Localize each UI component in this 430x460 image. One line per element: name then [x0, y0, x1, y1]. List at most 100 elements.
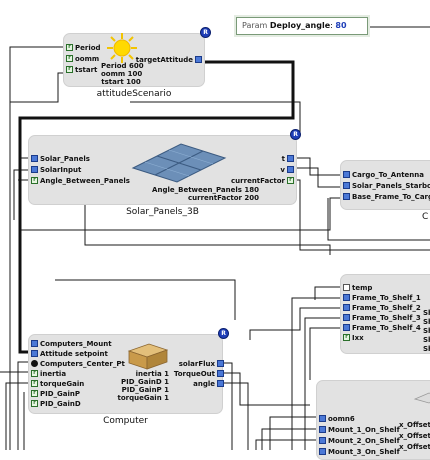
wire[interactable] — [222, 372, 310, 406]
wire[interactable] — [84, 205, 331, 255]
wire[interactable] — [314, 286, 340, 300]
output-v[interactable]: v — [280, 166, 294, 175]
shelf-block[interactable]: temp Frame_To_Shelf_1 Frame_To_Shelf_2 F… — [340, 274, 430, 354]
wire[interactable] — [297, 157, 340, 176]
input-base-frame-to-cargo[interactable]: Base_Frame_To_Carg — [343, 193, 430, 202]
input-computers-center-pt[interactable]: Computers_Center_Pt — [31, 360, 125, 369]
sun-icon — [107, 33, 137, 63]
output-solar-flux[interactable]: solarFlux — [179, 360, 224, 369]
param-value[interactable]: 80 — [335, 21, 347, 30]
wire[interactable] — [269, 416, 316, 450]
input-oomn6[interactable]: oomn6 — [319, 415, 355, 424]
param-deploy-angle[interactable]: Param Deploy_angle: 80 — [236, 17, 368, 35]
input-attitude-setpoint[interactable]: Attitude setpoint — [31, 350, 108, 359]
solar-panel-image — [131, 143, 227, 183]
cargo-block[interactable]: Cargo_To_Antenna Solar_Panels_Starboa Ba… — [340, 160, 430, 210]
input-frame-to-shelf-2[interactable]: Frame_To_Shelf_2 — [343, 304, 421, 313]
wire[interactable] — [5, 382, 28, 450]
output-t[interactable]: t — [282, 155, 294, 164]
input-mount-3-on-shelf[interactable]: Mount_3_On_Shelf — [319, 448, 400, 457]
block-title-cargo: C — [422, 212, 429, 222]
wire[interactable] — [297, 179, 430, 251]
wire[interactable] — [309, 327, 340, 380]
computer-box-image — [127, 343, 169, 370]
input-frame-to-shelf-3[interactable]: Frame_To_Shelf_3 — [343, 314, 421, 323]
input-solar-panels[interactable]: Solar_Panels — [31, 155, 90, 164]
input-computers-mount[interactable]: Computers_Mount — [31, 340, 112, 349]
input-solar-panels-starboard[interactable]: Solar_Panels_Starboa — [343, 182, 430, 191]
output-torque-out[interactable]: TorqueOut — [174, 370, 224, 379]
wire[interactable] — [297, 167, 340, 188]
input-port-icon: r — [31, 390, 38, 397]
input-port-icon: r — [66, 44, 73, 51]
wire[interactable] — [17, 361, 28, 450]
r-badge-icon[interactable]: R — [200, 27, 211, 38]
mount-right-label: x_Offset_ — [399, 421, 430, 429]
input-frame-to-shelf-4[interactable]: Frame_To_Shelf_4 — [343, 324, 421, 333]
mount-image — [413, 392, 430, 404]
input-port-icon — [319, 437, 326, 444]
input-port-icon: r — [31, 177, 38, 184]
input-solar-input[interactable]: SolarInput — [31, 166, 81, 175]
wire[interactable] — [255, 439, 316, 450]
shelf-right-label: Sh — [423, 336, 430, 344]
input-mount-1-on-shelf[interactable]: Mount_1_On_Shelf — [319, 426, 400, 435]
wire[interactable] — [222, 382, 249, 450]
param-torque-gain: torqueGain 1 — [117, 394, 169, 402]
wire[interactable] — [291, 297, 340, 450]
mount-right-label: x_Offset_ — [399, 432, 430, 440]
mount-block[interactable]: oomn6 Mount_1_On_Shelf Mount_2_On_Shelf … — [316, 380, 430, 460]
connection-wires — [0, 26, 430, 450]
r-badge-icon[interactable]: R — [290, 129, 301, 140]
param-name: Deploy_angle — [269, 21, 331, 30]
input-port-icon: r — [66, 66, 73, 73]
input-cargo-to-antenna[interactable]: Cargo_To_Antenna — [343, 171, 424, 180]
input-port-icon — [319, 426, 326, 433]
shelf-right-label: Sh — [423, 327, 430, 335]
param-angle-between-panels: Angle_Between_Panels 180 — [152, 186, 259, 194]
wire[interactable] — [327, 198, 430, 241]
input-port-icon — [343, 294, 350, 301]
output-port-icon — [287, 155, 294, 162]
diagram-canvas — [0, 26, 430, 450]
wire[interactable] — [304, 317, 340, 450]
input-port-icon — [343, 193, 350, 200]
wire[interactable] — [261, 428, 316, 450]
wire[interactable] — [55, 279, 236, 320]
computer-block[interactable]: Computers_Mount Attitude setpoint Comput… — [28, 334, 224, 414]
input-port-icon — [343, 324, 350, 331]
input-mount-2-on-shelf[interactable]: Mount_2_On_Shelf — [319, 437, 400, 446]
wire[interactable] — [222, 362, 233, 450]
output-port-icon — [287, 166, 294, 173]
input-port-icon: r — [343, 334, 350, 341]
output-target-attitude[interactable]: targetAttitude — [136, 56, 202, 65]
wire[interactable] — [10, 72, 63, 103]
r-badge-icon[interactable]: R — [218, 328, 229, 339]
output-port-icon — [217, 370, 224, 377]
output-angle[interactable]: angle — [193, 380, 224, 389]
wire[interactable] — [130, 101, 301, 137]
wire[interactable] — [249, 307, 340, 340]
input-frame-to-shelf-1[interactable]: Frame_To_Shelf_1 — [343, 294, 421, 303]
input-port-icon — [343, 314, 350, 321]
wire[interactable] — [13, 169, 28, 220]
mount-right-label: x_Offset_ — [399, 443, 430, 451]
shelf-right-label: Sh — [423, 309, 430, 317]
input-temp[interactable]: temp — [343, 284, 372, 293]
input-port-icon: r — [31, 400, 38, 407]
attitude-setpoint-wire[interactable] — [18, 60, 295, 354]
wire[interactable] — [9, 46, 63, 450]
input-port-icon — [31, 166, 38, 173]
